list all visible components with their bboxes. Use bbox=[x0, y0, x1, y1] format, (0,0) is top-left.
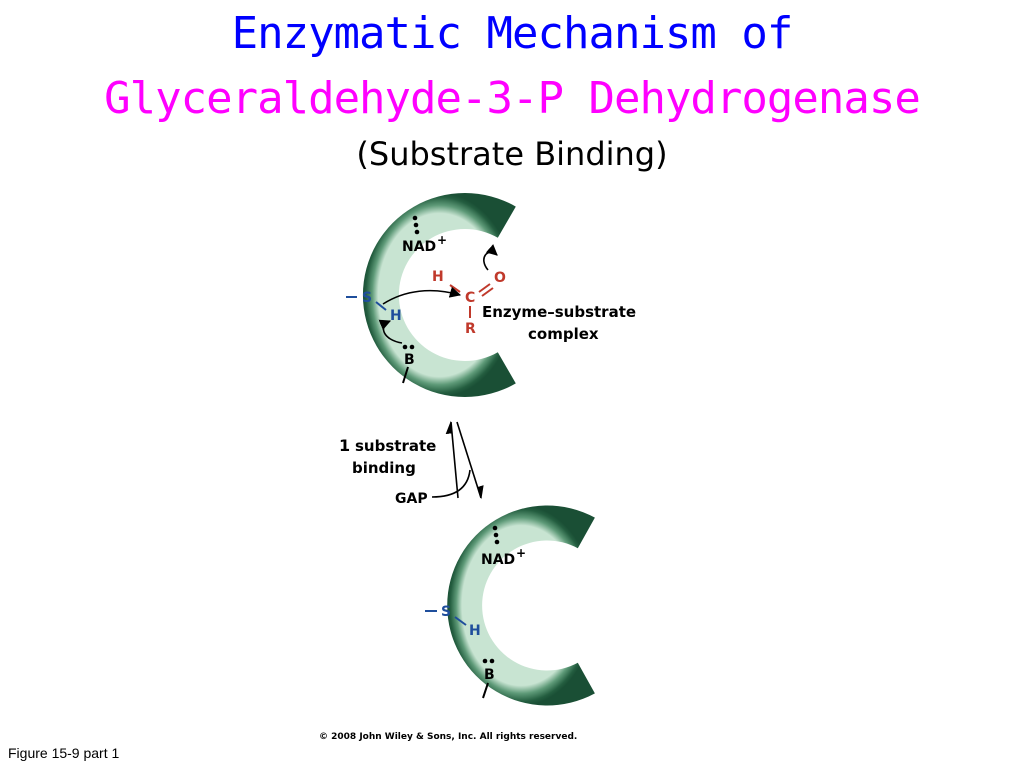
nad-charge: + bbox=[437, 233, 447, 247]
nad-lone-pair-dot bbox=[413, 222, 419, 228]
base-bond bbox=[482, 682, 489, 699]
substrate-r-label: R bbox=[465, 321, 476, 337]
thiol-attack-arrow bbox=[382, 286, 462, 305]
base-bond bbox=[402, 366, 409, 384]
gap-label: GAP bbox=[395, 491, 428, 507]
nad-lone-pair-dot bbox=[412, 215, 418, 221]
thiol-hydrogen-label: H bbox=[469, 623, 481, 639]
s-h-bond bbox=[375, 301, 387, 311]
top-enzyme-ring bbox=[362, 193, 516, 397]
substrate-double-bond bbox=[481, 287, 494, 297]
nad-lone-pair-dot bbox=[414, 229, 420, 235]
subtitle: (Substrate Binding) bbox=[356, 135, 668, 173]
title-line-1: Enzymatic Mechanism of bbox=[231, 8, 794, 59]
base-lone-pair-dot bbox=[402, 344, 408, 350]
step-number: 1 bbox=[339, 436, 350, 455]
step-label-line-2: binding bbox=[352, 459, 416, 477]
top-enzyme: NAD + S H B H C O R Enzyme–substrate com… bbox=[346, 193, 636, 397]
sulfur-label: S bbox=[362, 290, 372, 306]
nad-lone-pair-dot bbox=[494, 539, 500, 545]
nad-lone-pair-dot bbox=[492, 525, 498, 531]
base-label: B bbox=[484, 667, 495, 683]
base-lone-pair-dot bbox=[409, 344, 415, 350]
substrate-double-bond bbox=[478, 283, 491, 293]
nad-lone-pair-dot bbox=[493, 532, 499, 538]
nad-label: NAD bbox=[402, 239, 436, 255]
sulfur-label: S bbox=[441, 604, 451, 620]
carbonyl-arrow bbox=[483, 244, 498, 271]
s-h-bond bbox=[454, 616, 467, 626]
bottom-enzyme: NAD + S H B bbox=[425, 505, 595, 706]
substrate-h-c-bond bbox=[449, 284, 461, 293]
thiol-hydrogen-label: H bbox=[390, 308, 402, 324]
title-line-2: Glyceraldehyde-3-P Dehydrogenase bbox=[104, 73, 921, 124]
complex-label-line-1: Enzyme–substrate bbox=[482, 303, 636, 321]
base-lone-pair-dot bbox=[489, 658, 495, 664]
base-arrow bbox=[378, 319, 403, 344]
figure-label: Figure 15-9 part 1 bbox=[8, 745, 120, 761]
forward-equilibrium-arrow bbox=[456, 421, 484, 500]
base-label: B bbox=[404, 352, 415, 368]
substrate-h-label: H bbox=[432, 269, 444, 285]
copyright-notice: © 2008 John Wiley & Sons, Inc. All right… bbox=[319, 732, 577, 742]
nad-charge: + bbox=[516, 546, 526, 560]
base-lone-pair-dot bbox=[482, 658, 488, 664]
step-label-line-1: substrate bbox=[355, 437, 436, 455]
complex-label-line-2: complex bbox=[528, 325, 599, 343]
gap-binding-curve bbox=[431, 469, 471, 498]
reverse-equilibrium-arrow bbox=[445, 420, 459, 499]
substrate-c-label: C bbox=[465, 290, 475, 306]
step-substrate-binding: 1 substrate binding GAP bbox=[339, 420, 484, 507]
nad-label: NAD bbox=[481, 552, 515, 568]
bottom-enzyme-ring bbox=[447, 505, 595, 706]
substrate-o-label: O bbox=[494, 270, 506, 286]
